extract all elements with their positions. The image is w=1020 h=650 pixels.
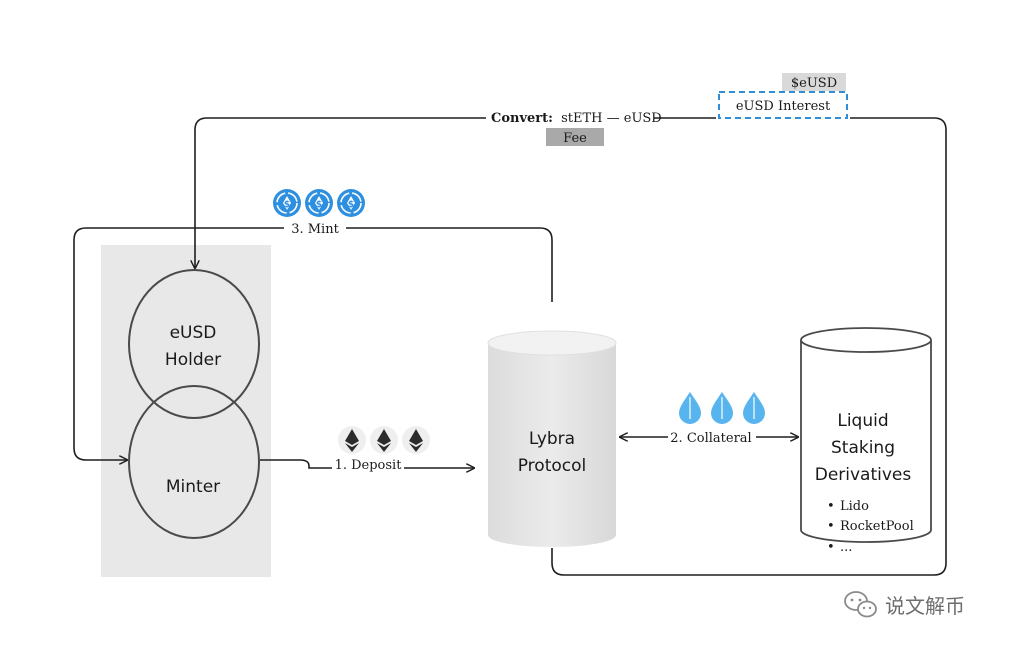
mint-label: 3. Mint <box>291 222 339 237</box>
convert-label: Convert: stETH — eUSD <box>491 111 662 126</box>
ethereum-coin-icon <box>370 426 398 454</box>
liquid-drop-icons <box>679 392 765 424</box>
eusd-coin-icon: $ <box>337 189 365 217</box>
lsd-bullet: • <box>827 499 835 514</box>
interest-tag <box>782 73 846 91</box>
lybra-label-line2: Protocol <box>518 456 587 476</box>
lybra-protocol-cylinder <box>487 330 617 547</box>
lsd-list: • Lido • RocketPool • ... <box>827 499 914 555</box>
ethereum-coin-icon <box>402 426 430 454</box>
convert-flow-line <box>195 117 947 576</box>
interest-tag-label: $eUSD <box>791 76 837 91</box>
eusd-coin-icon: $ <box>305 189 333 217</box>
minter-label: Minter <box>166 477 220 497</box>
mint-flow-line <box>73 227 553 460</box>
eusd-holder-circle <box>128 269 260 419</box>
wechat-icon <box>844 591 877 618</box>
interest-box <box>718 91 848 119</box>
interest-label: eUSD Interest <box>736 99 831 114</box>
lsd-cylinder <box>800 327 932 543</box>
eusd-coin-icon: $ <box>273 189 301 217</box>
ethereum-coin-icons <box>338 426 430 454</box>
fee-badge <box>546 128 604 146</box>
eusd-coin-icons: $ $ $ <box>273 189 365 217</box>
lsd-item-lido: Lido <box>840 499 869 514</box>
ethereum-coin-icon <box>338 426 366 454</box>
lsd-bullet: • <box>827 519 835 534</box>
liquid-drop-icon <box>743 392 765 424</box>
liquid-drop-icon <box>711 392 733 424</box>
deposit-flow-line <box>260 459 474 468</box>
lsd-item-more: ... <box>840 540 852 555</box>
lsd-label-line1: Liquid <box>837 411 888 431</box>
svg-text:$: $ <box>348 200 354 210</box>
user-panel <box>101 245 271 577</box>
holder-label-line1: eUSD <box>170 323 217 343</box>
lsd-item-rocketpool: RocketPool <box>840 519 914 534</box>
holder-label-line2: Holder <box>165 350 221 370</box>
convert-label-bold: Convert: <box>491 111 553 126</box>
watermark: 说文解币 <box>844 591 965 618</box>
watermark-text: 说文解币 <box>885 594 965 618</box>
deposit-label: 1. Deposit <box>335 458 403 473</box>
lsd-label-line2: Staking <box>831 438 895 458</box>
convert-label-pair: stETH — eUSD <box>561 111 662 126</box>
svg-text:$: $ <box>316 200 322 210</box>
lybra-label-line1: Lybra <box>529 429 575 449</box>
svg-text:$: $ <box>284 200 290 210</box>
liquid-drop-icon <box>679 392 701 424</box>
fee-label: Fee <box>563 131 587 146</box>
minter-circle <box>128 385 260 539</box>
collateral-label: 2. Collateral <box>670 431 751 446</box>
lsd-bullet: • <box>827 540 835 555</box>
lsd-label-line3: Derivatives <box>815 465 912 485</box>
